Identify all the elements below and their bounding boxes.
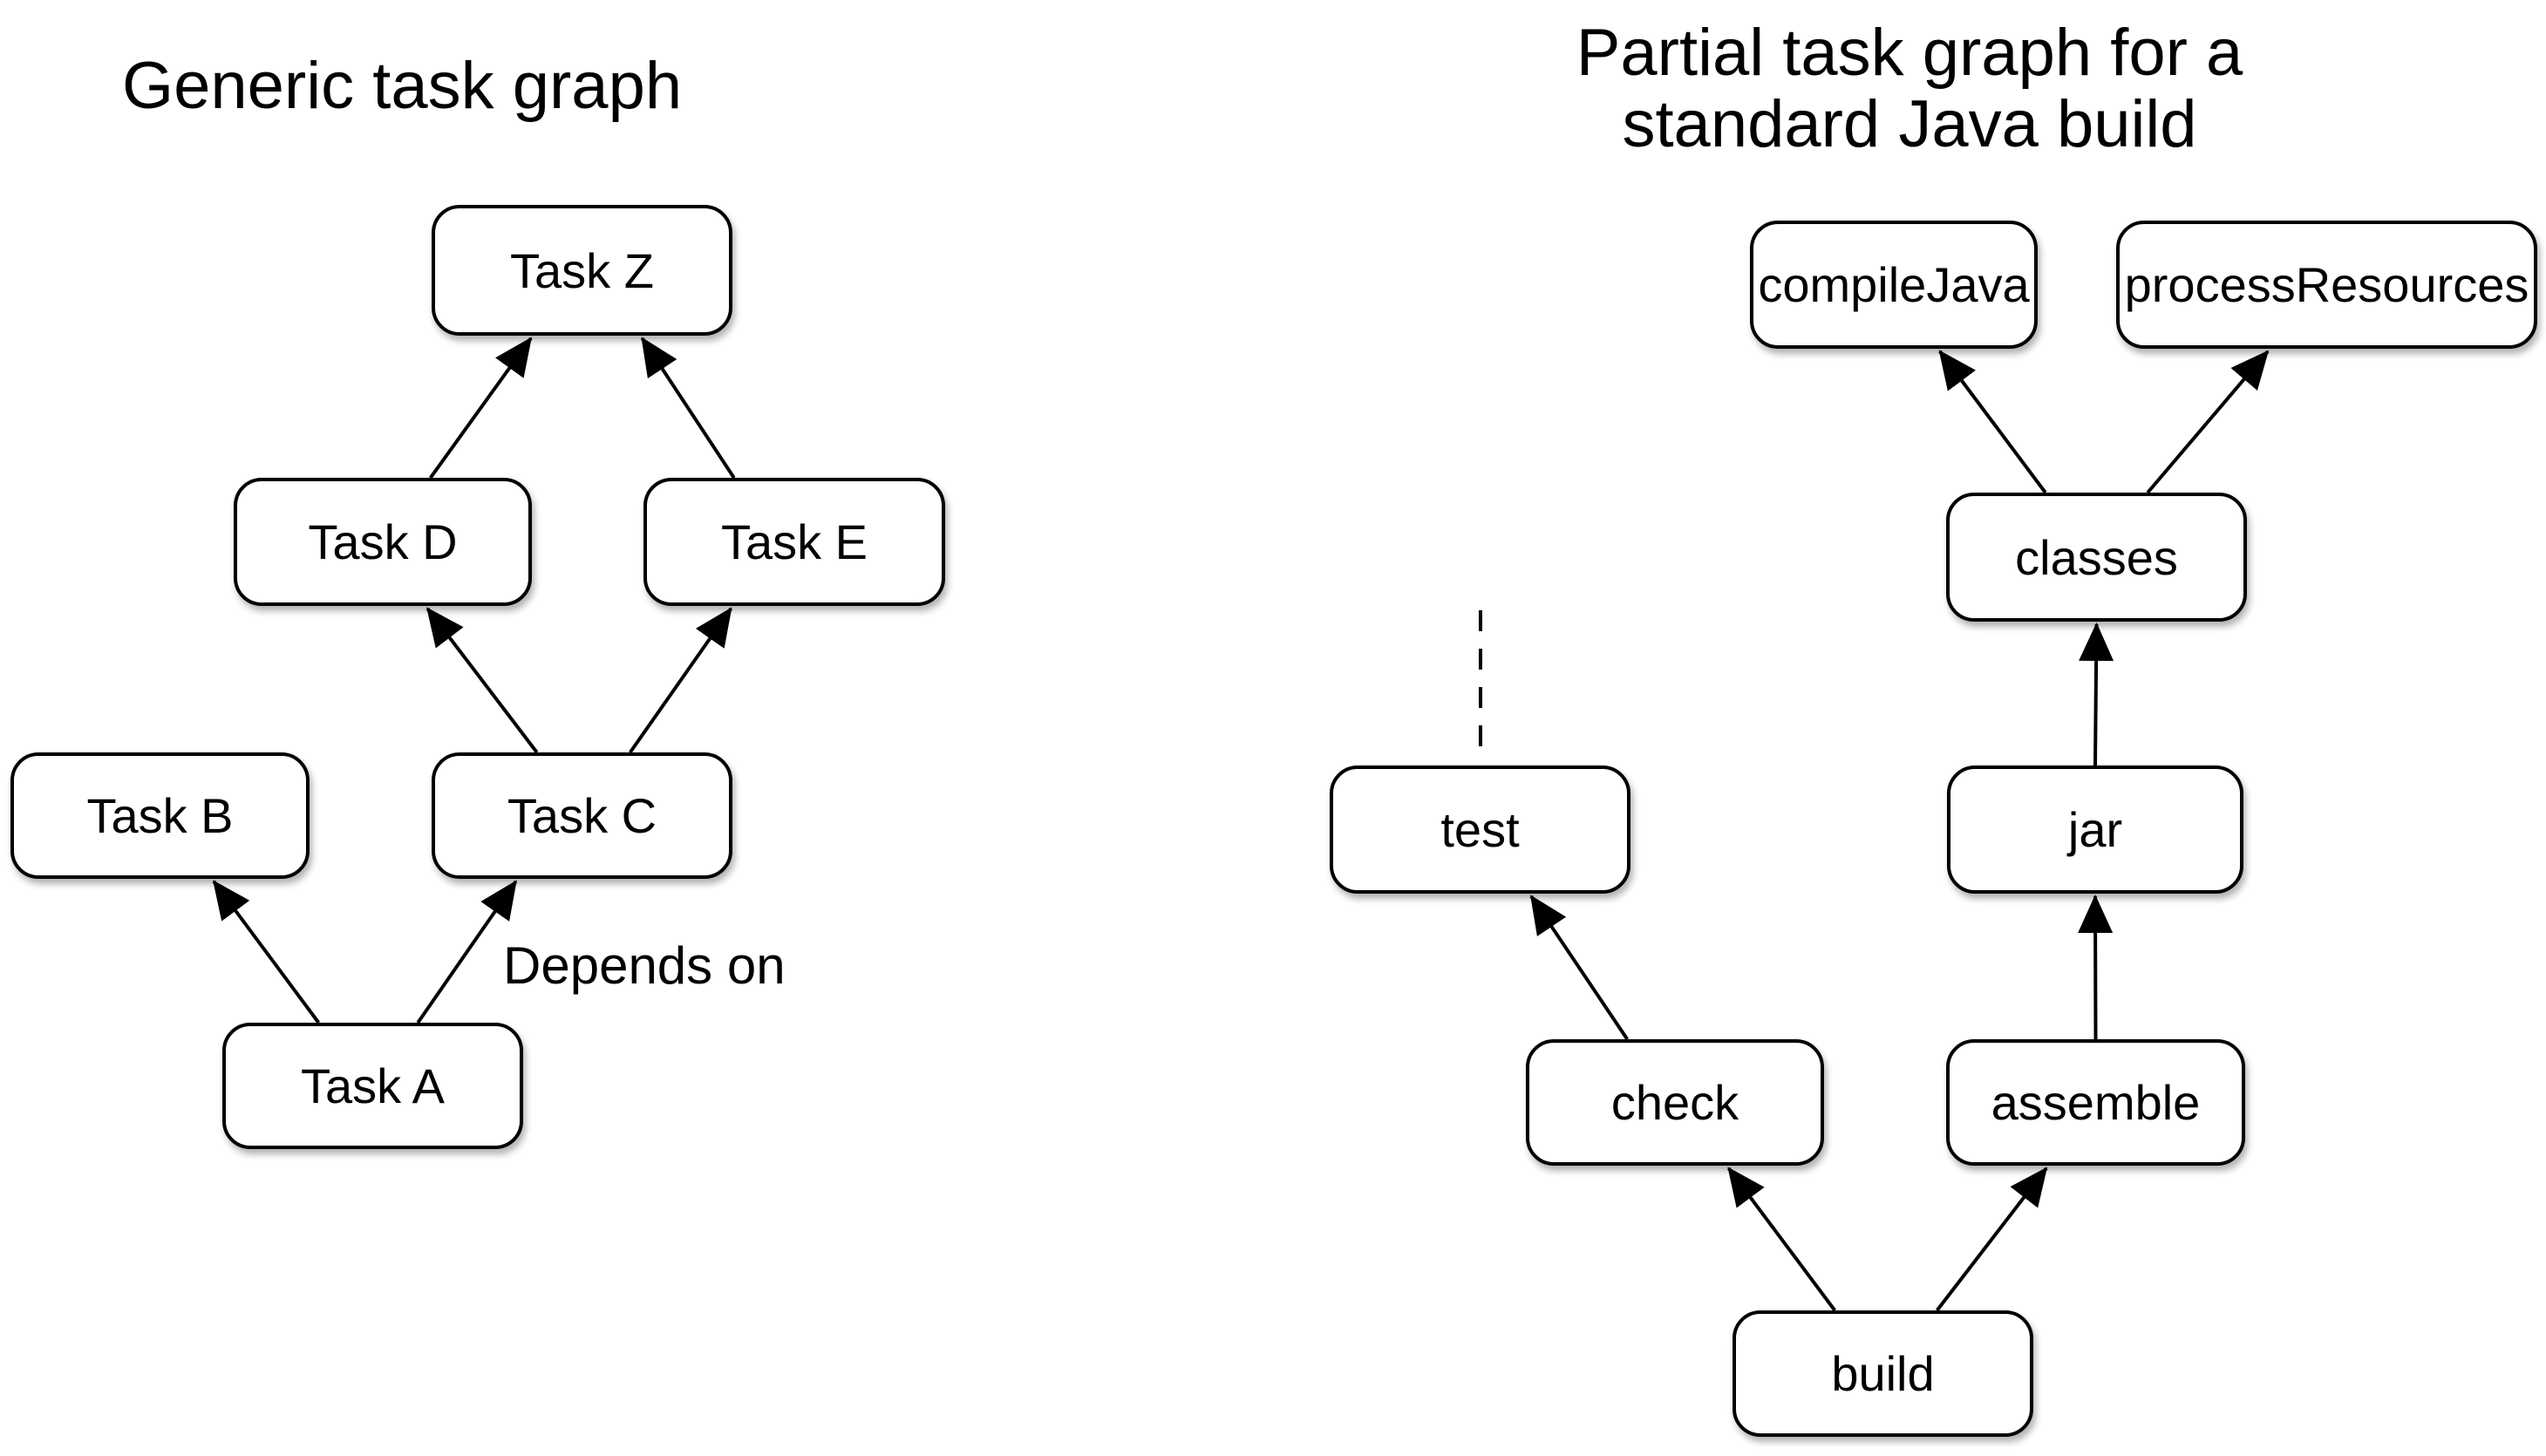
right-graph-title-line2: standard Java build xyxy=(1622,87,2197,162)
left-graph-title: Generic task graph xyxy=(122,49,683,123)
edge-assemble-to-jar xyxy=(2078,895,2114,1040)
depends-on-label: Depends on xyxy=(503,936,786,995)
node-task-c: Task C xyxy=(432,752,732,879)
node-compileJava: compileJava xyxy=(1750,221,2038,349)
node-task-d: Task D xyxy=(234,478,532,606)
node-classes: classes xyxy=(1946,493,2247,622)
edge-build-to-check xyxy=(1726,1167,1836,1312)
node-task-z: Task Z xyxy=(432,205,732,336)
edge-classes-to-processResources xyxy=(2146,350,2270,494)
node-processResources: processResources xyxy=(2116,221,2537,349)
node-task-e: Task E xyxy=(643,478,945,606)
edge-build-to-assemble xyxy=(1936,1167,2048,1312)
node-assemble: assemble xyxy=(1946,1039,2245,1166)
right-graph-title: Partial task graph for a standard Java b… xyxy=(1343,17,2476,160)
node-build: build xyxy=(1733,1310,2033,1437)
edge-jar-to-classes xyxy=(2079,623,2114,766)
edge-task-e-to-task-z xyxy=(640,337,736,480)
node-task-a: Task A xyxy=(222,1023,523,1149)
edge-task-a-to-task-c xyxy=(416,880,518,1024)
edge-task-d-to-task-z xyxy=(429,337,533,480)
edge-task-c-to-task-e xyxy=(629,607,732,754)
node-check: check xyxy=(1526,1039,1824,1166)
node-test: test xyxy=(1330,765,1630,894)
edge-check-to-test xyxy=(1529,895,1629,1041)
edge-classes-to-compileJava xyxy=(1938,350,2047,494)
edge-task-c-to-task-d xyxy=(425,607,539,754)
edge-task-a-to-task-b xyxy=(212,880,321,1024)
node-task-b: Task B xyxy=(10,752,310,879)
node-jar: jar xyxy=(1947,765,2243,894)
right-graph-title-line1: Partial task graph for a xyxy=(1576,16,2243,90)
